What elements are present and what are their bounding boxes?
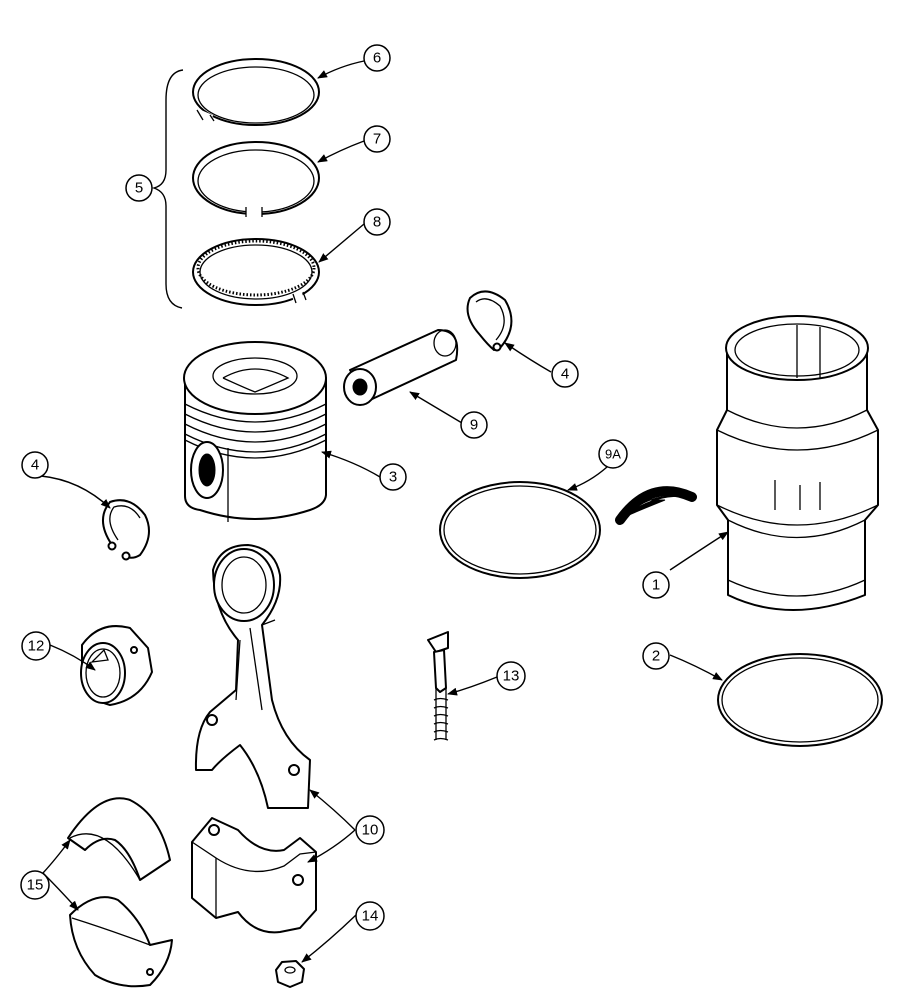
callout-6: 6 xyxy=(363,44,391,72)
piston-ring-second xyxy=(192,141,320,217)
callout-label: 1 xyxy=(652,577,660,594)
callout-4-left: 4 xyxy=(21,451,49,479)
callout-label: 13 xyxy=(503,668,520,685)
bearing-shell-lower xyxy=(69,896,173,988)
callout-5: 5 xyxy=(125,174,153,202)
callout-10: 10 xyxy=(355,815,385,845)
callout-2: 2 xyxy=(642,642,670,670)
callout-label: 12 xyxy=(28,638,45,655)
callout-9: 9 xyxy=(460,411,488,439)
callout-4-right: 4 xyxy=(551,360,579,388)
callout-label: 10 xyxy=(362,822,379,839)
seal-ring xyxy=(439,481,601,579)
callout-label: 9 xyxy=(470,417,478,434)
callout-13: 13 xyxy=(496,661,526,691)
callout-label: 6 xyxy=(373,50,381,67)
piston-ring-top xyxy=(192,58,320,126)
callout-9A: 9A xyxy=(598,439,628,469)
callout-7: 7 xyxy=(363,125,391,153)
liner-o-ring xyxy=(717,653,883,747)
piston xyxy=(183,341,327,522)
cylinder-liner xyxy=(716,315,879,611)
bearing-shell-upper xyxy=(67,797,171,881)
leader-lines xyxy=(40,60,729,963)
callout-label: 2 xyxy=(652,648,660,665)
callout-label: 8 xyxy=(373,214,381,231)
callout-label: 4 xyxy=(31,457,39,474)
callout-15: 15 xyxy=(20,870,50,900)
callout-8: 8 xyxy=(363,208,391,236)
callout-label: 4 xyxy=(561,366,569,383)
callout-label: 15 xyxy=(27,877,44,894)
snap-ring-right xyxy=(466,290,513,352)
callout-label: 14 xyxy=(362,908,379,925)
rod-bolt xyxy=(427,631,449,741)
nut xyxy=(275,960,305,988)
callout-label: 5 xyxy=(135,180,143,197)
snap-ring-left xyxy=(102,499,150,561)
callout-12: 12 xyxy=(21,631,51,661)
callout-14: 14 xyxy=(355,901,385,931)
ring-set-brace xyxy=(151,69,184,309)
connecting-rod xyxy=(194,544,311,809)
piston-pin xyxy=(343,329,459,406)
rod-bushing xyxy=(80,625,153,706)
callout-label: 7 xyxy=(373,131,381,148)
piston-ring-oil xyxy=(192,238,320,306)
connecting-rod-cap xyxy=(191,817,317,934)
callout-3: 3 xyxy=(379,463,407,491)
callout-label: 9A xyxy=(605,447,621,462)
callout-label: 3 xyxy=(389,469,397,486)
callout-1: 1 xyxy=(642,571,670,599)
